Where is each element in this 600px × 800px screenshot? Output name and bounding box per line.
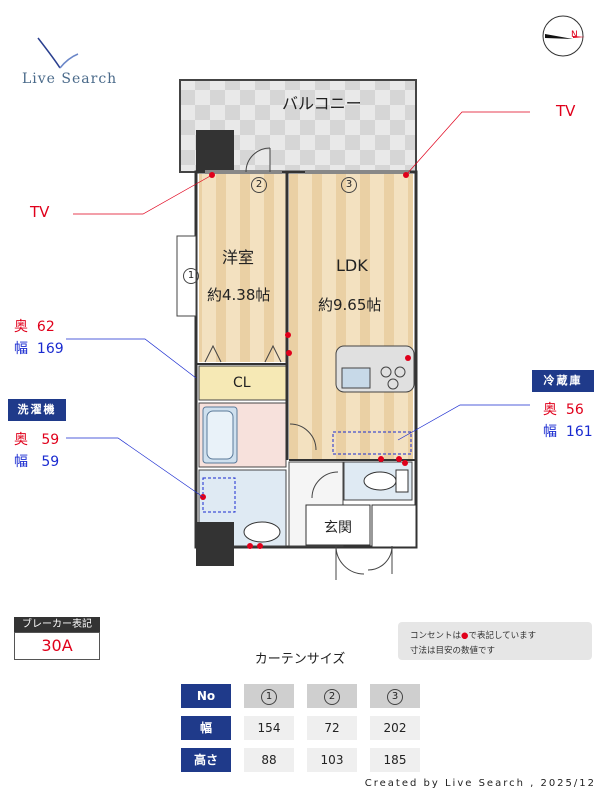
window-number-2: 2 [251, 177, 267, 193]
pillar-bottom [196, 522, 234, 566]
note-line-2: 寸法は目安の数値です [410, 646, 496, 656]
ldk-room [289, 174, 413, 460]
credit-text: Created by Live Search , 2025/12 [364, 778, 596, 789]
washer-depth: 奥 59 [14, 432, 60, 448]
logo-text: Live Search [22, 71, 118, 87]
entrance-label: 玄関 [324, 520, 352, 536]
note-line-1: コンセントは●で表記しています [410, 631, 537, 641]
floor-plan [37, 15, 585, 580]
curtain-height-1: 88 [244, 748, 294, 772]
curtain-height-3: 185 [370, 748, 420, 772]
washer-width: 幅 59 [14, 454, 60, 470]
ldk-size: 約9.65帖 [318, 296, 382, 314]
window1-width: 幅 169 [14, 341, 64, 357]
balcony-label: バルコニー [282, 94, 362, 113]
fridge-width: 幅 161 [543, 424, 593, 440]
window-number-1: 1 [183, 268, 199, 284]
dimension-leader-lines [66, 338, 530, 498]
breaker-title: ブレーカー表記 [14, 617, 100, 632]
curtain-header-1: 1 [244, 684, 294, 708]
window1-depth: 奥 62 [14, 319, 55, 335]
fridge-depth: 奥 56 [543, 402, 584, 418]
curtain-height-2: 103 [307, 748, 357, 772]
pillar-top [196, 130, 234, 172]
western-room [199, 174, 286, 362]
curtain-title: カーテンサイズ [254, 652, 346, 667]
ldk-name: LDK [336, 256, 368, 275]
curtain-width-2: 72 [307, 716, 357, 740]
fridge-badge: 冷蔵庫 [532, 370, 594, 392]
breaker-value: 30A [14, 632, 100, 660]
curtain-width-3: 202 [370, 716, 420, 740]
compass-north-mark: N [571, 30, 578, 40]
compass-icon [542, 15, 585, 57]
curtain-width-1: 154 [244, 716, 294, 740]
western-room-size: 約4.38帖 [207, 286, 271, 304]
curtain-row-width-label: 幅 [181, 716, 231, 740]
tv-label-right: TV [556, 102, 576, 120]
curtain-header-no: No [181, 684, 231, 708]
tv-label-left: TV [30, 203, 50, 221]
curtain-row-height-label: 高さ [181, 748, 231, 772]
western-room-name: 洋室 [222, 248, 255, 267]
curtain-header-2: 2 [307, 684, 357, 708]
curtain-header-3: 3 [370, 684, 420, 708]
washer-badge: 洗濯機 [8, 399, 66, 421]
note-box: コンセントは●で表記しています 寸法は目安の数値です [398, 622, 592, 660]
closet-label: CL [233, 375, 251, 391]
tv-leader-lines [73, 111, 530, 215]
window-number-3: 3 [341, 177, 357, 193]
logo-mark [37, 37, 79, 69]
